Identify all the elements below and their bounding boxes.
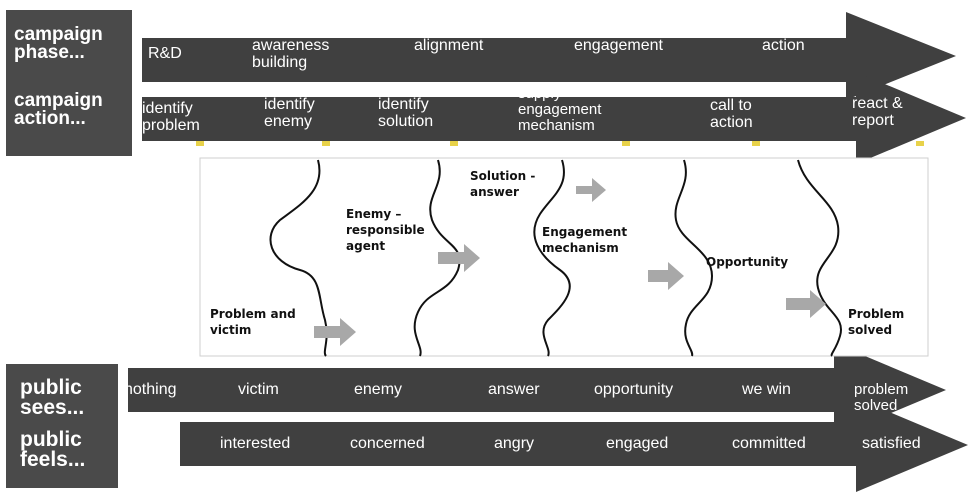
sees-victim: victim — [238, 381, 279, 398]
sees-enemy: enemy — [354, 381, 403, 398]
phase-alignment: alignment — [414, 37, 484, 54]
action-react-report: react & report — [852, 95, 903, 129]
action-identify-solution: identify solution — [378, 96, 434, 130]
campaign-action-label: campaign action... — [14, 90, 103, 130]
marker-5 — [752, 141, 760, 146]
sees-arrow-bar — [128, 368, 840, 412]
sees-nothing: nothing — [124, 381, 177, 398]
feels-arrow-head — [856, 398, 968, 492]
action-arrow-bar — [142, 97, 860, 141]
feels-engaged: engaged — [606, 435, 669, 452]
piece-opportunity: Opportunity — [706, 255, 789, 269]
action-identify-problem: identify problem — [142, 100, 200, 134]
campaign-label-box — [6, 10, 132, 156]
piece-problem-solved: Problem solved — [848, 307, 905, 338]
marker-4 — [622, 141, 630, 146]
phase-rd: R&D — [148, 45, 182, 62]
sees-opportunity: opportunity — [594, 381, 674, 398]
piece-engagement: Engagement mechanism — [542, 225, 628, 256]
feels-concerned: concerned — [350, 435, 425, 452]
feels-satisfied: satisfied — [862, 435, 921, 452]
phase-arrow-bar — [142, 38, 848, 82]
action-identify-enemy: identify enemy — [264, 96, 315, 130]
sees-answer: answer — [488, 381, 540, 398]
public-label-box — [6, 364, 118, 488]
sees-problem-solved: problem solved — [854, 381, 909, 414]
phase-action: action — [762, 37, 805, 54]
grey-arrow-2 — [438, 244, 480, 272]
grey-arrow-3 — [576, 178, 606, 202]
marker-1 — [196, 141, 204, 146]
piece-solution: Solution - answer — [470, 169, 536, 200]
action-arrow-head — [856, 72, 966, 164]
marker-2 — [322, 141, 330, 146]
puzzle-seam-5 — [797, 159, 843, 357]
grey-arrow-5 — [786, 290, 826, 318]
campaign-phase-label: campaign phase... — [14, 24, 103, 64]
public-feels-label: public feels... — [20, 428, 86, 471]
phase-engagement: engagement — [574, 37, 663, 54]
feels-angry: angry — [494, 435, 535, 452]
marker-6 — [916, 141, 924, 146]
public-sees-label: public sees... — [20, 376, 85, 419]
phase-awareness-building: awareness building — [252, 37, 330, 71]
puzzle-seam-2 — [413, 159, 461, 357]
feels-interested: interested — [220, 435, 291, 452]
sees-we-win: we win — [742, 381, 791, 398]
feels-committed: committed — [732, 435, 806, 452]
action-supply-engagement: supply engagement mechanism — [518, 85, 602, 134]
feels-nothing: nothing — [124, 435, 177, 452]
action-call-to-action: call to action — [710, 97, 753, 131]
feels-arrow-bar — [180, 422, 860, 466]
marker-3 — [450, 141, 458, 146]
grey-arrow-4 — [648, 262, 684, 290]
piece-problem-victim: Problem and victim — [210, 307, 296, 338]
piece-enemy: Enemy – responsible agent — [346, 207, 425, 254]
